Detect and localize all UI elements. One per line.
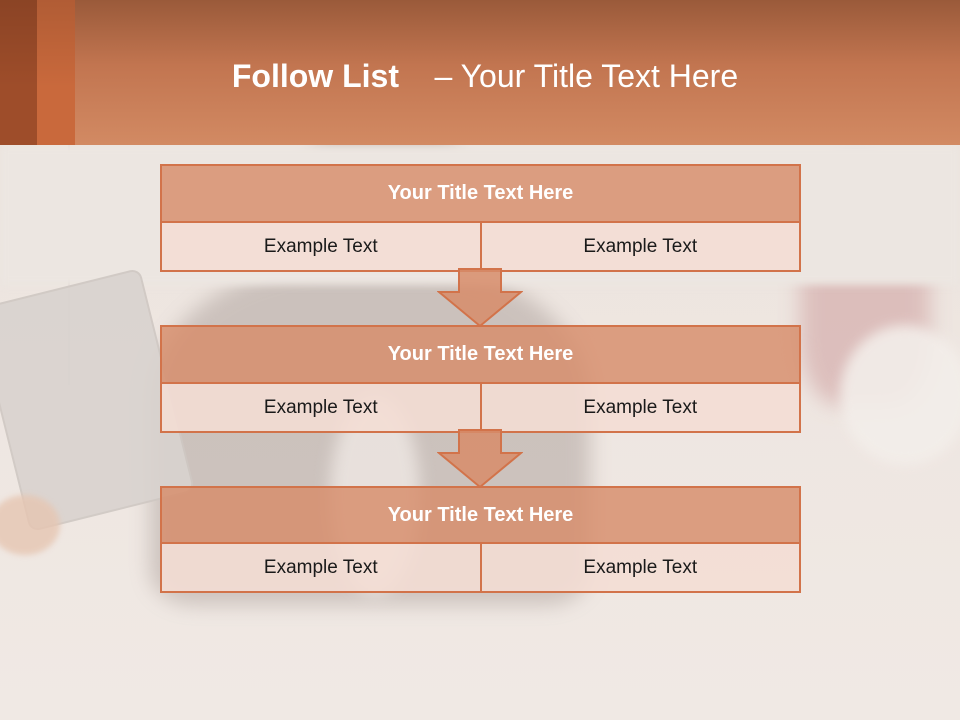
block-cell-left: Example Text [162,544,480,591]
list-block-1: Your Title Text Here Example Text Exampl… [160,164,801,272]
slide-title: Follow List – Your Title Text Here [0,56,960,96]
block-title: Your Title Text Here [162,166,799,223]
header-accent-stripe [0,0,37,145]
slide-title-bold: Follow List [231,58,399,94]
block-cell-left: Example Text [162,384,480,431]
block-cell-right: Example Text [479,384,799,431]
down-arrow-icon [437,429,523,489]
block-cell-left: Example Text [162,223,480,270]
block-cell-right: Example Text [479,223,799,270]
header-band [0,0,960,145]
block-title: Your Title Text Here [162,488,799,544]
list-block-2: Your Title Text Here Example Text Exampl… [160,325,801,433]
block-row: Example Text Example Text [162,544,799,591]
slide-title-rest: – Your Title Text Here [434,58,739,94]
hand [0,495,60,555]
list-block-3: Your Title Text Here Example Text Exampl… [160,486,801,593]
block-row: Example Text Example Text [162,384,799,431]
block-cell-right: Example Text [479,544,799,591]
block-row: Example Text Example Text [162,223,799,270]
down-arrow-icon [437,268,523,328]
block-title: Your Title Text Here [162,327,799,384]
background-person-right [840,325,960,465]
header-accent-stripe [37,0,75,145]
